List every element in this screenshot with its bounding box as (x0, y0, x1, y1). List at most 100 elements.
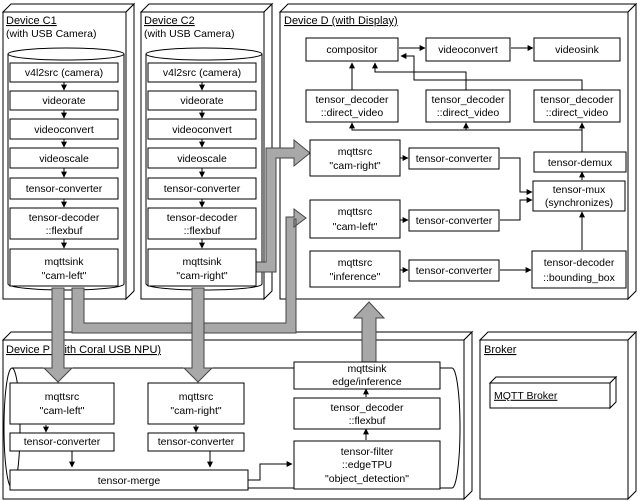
mqtt-pipes (42, 138, 386, 383)
svg-text:"cam-left": "cam-left" (42, 270, 87, 282)
p-mqttsrc-cam-right: mqttsrc "cam-right" (147, 382, 245, 425)
device-p-title: Device P (with Coral USB NPU) (6, 344, 161, 356)
d-tensor-decoder-bbox: tensor-decoder ::bounding_box (531, 250, 627, 289)
p-tensor-converter-left: tensor-converter (9, 432, 115, 452)
d-tensor-converter-2: tensor-converter (408, 209, 500, 232)
svg-text:"cam-right": "cam-right" (170, 405, 221, 417)
c1-mqttsink: mqttsink "cam-left" (9, 248, 119, 287)
svg-text:"inference": "inference" (330, 271, 381, 283)
svg-text:tensor-filter: tensor-filter (341, 446, 394, 458)
svg-text:videorate: videorate (180, 95, 223, 107)
svg-text:tensor_decoder: tensor_decoder (432, 94, 505, 106)
pipe-c2-to-p-right (182, 287, 214, 383)
device-c1-subtitle: (with USB Camera) (6, 28, 96, 40)
c2-tensor-decoder: tensor-decoder ::flexbuf (147, 207, 257, 240)
svg-text:videoscale: videoscale (177, 153, 227, 165)
d-tensor-decoder-3: tensor_decoder ::direct_video (533, 89, 621, 123)
svg-text:tensor-mux: tensor-mux (553, 184, 606, 196)
p-tensor-converter-right: tensor-converter (147, 432, 245, 452)
svg-text:mqttsink: mqttsink (44, 256, 84, 268)
svg-text:tensor-converter: tensor-converter (26, 183, 103, 195)
pipe-c2-to-d-right (251, 138, 311, 273)
svg-text:tensor-decoder: tensor-decoder (29, 212, 100, 224)
c1-tensor-decoder: tensor-decoder ::flexbuf (9, 207, 119, 240)
c2-mqttsink: mqttsink "cam-right" (147, 248, 257, 287)
p-tensor-decoder: tensor_decoder ::flexbuf (293, 397, 441, 430)
svg-text:mqttsrc: mqttsrc (338, 257, 372, 269)
svg-text:::bounding_box: ::bounding_box (543, 272, 616, 284)
svg-text:edge/inference: edge/inference (332, 376, 402, 388)
svg-text:v4l2src (camera): v4l2src (camera) (25, 67, 103, 79)
flow-arrows (43, 45, 585, 481)
d-mqttsrc-inference: mqttsrc "inference" (309, 250, 401, 288)
broker-label: MQTT Broker (494, 390, 558, 402)
c2-tensor-converter: tensor-converter (147, 177, 257, 200)
d-mqttsrc-cam-left: mqttsrc "cam-left" (309, 199, 401, 239)
svg-text:"cam-left": "cam-left" (333, 221, 378, 233)
svg-text:::flexbuf: ::flexbuf (349, 415, 386, 427)
pipe-c1-to-d-left (71, 208, 307, 334)
device-d-title: Device D (with Display) (284, 15, 398, 27)
d-tensor-demux: tensor-demux (533, 151, 627, 173)
broker-mqtt: MQTT Broker (488, 375, 618, 410)
svg-text:::flexbuf: ::flexbuf (46, 225, 83, 237)
d-videoconvert: videoconvert (425, 37, 511, 62)
p-mqttsrc-cam-left: mqttsrc "cam-left" (9, 382, 115, 425)
svg-text:compositor: compositor (326, 44, 378, 56)
device-c2-subtitle: (with USB Camera) (144, 28, 234, 40)
device-broker: Broker (478, 330, 638, 501)
c2-videoscale: videoscale (147, 147, 257, 169)
d-tensor-converter-3: tensor-converter (408, 259, 500, 282)
svg-text:mqttsrc: mqttsrc (338, 206, 372, 218)
svg-text:videorate: videorate (42, 95, 85, 107)
svg-text:"cam-right": "cam-right" (176, 270, 227, 282)
svg-text:tensor-converter: tensor-converter (158, 436, 235, 448)
svg-text:tensor-demux: tensor-demux (548, 157, 613, 169)
svg-text:tensor-converter: tensor-converter (24, 436, 101, 448)
svg-text:videoconvert: videoconvert (34, 124, 94, 136)
device-c2-title: Device C2 (144, 15, 195, 27)
svg-text:tensor_decoder: tensor_decoder (541, 94, 614, 106)
p-tensor-merge: tensor-merge (9, 469, 249, 491)
svg-text:tensor-converter: tensor-converter (416, 215, 493, 227)
p-mqttsink: mqttsink edge/inference (293, 361, 441, 390)
d-tensor-mux: tensor-mux (synchronizes) (532, 180, 626, 212)
svg-text:tensor-converter: tensor-converter (164, 183, 241, 195)
svg-text:::direct_video: ::direct_video (546, 107, 609, 119)
svg-text:mqttsink: mqttsink (182, 256, 222, 268)
d-tensor-decoder-1: tensor_decoder ::direct_video (305, 89, 399, 123)
d-tensor-decoder-2: tensor_decoder ::direct_video (425, 89, 511, 123)
svg-text:videosink: videosink (555, 44, 600, 56)
svg-text:"cam-right": "cam-right" (329, 160, 380, 172)
svg-text:videoconvert: videoconvert (438, 44, 498, 56)
svg-text:videoscale: videoscale (39, 153, 89, 165)
svg-text:"cam-left": "cam-left" (40, 405, 85, 417)
svg-text:::direct_video: ::direct_video (321, 107, 384, 119)
svg-text:tensor-merge: tensor-merge (98, 475, 161, 487)
svg-text:tensor-converter: tensor-converter (416, 265, 493, 277)
svg-text:::flexbuf: ::flexbuf (184, 225, 221, 237)
pipe-c1-to-p-left (42, 287, 74, 383)
d-videosink: videosink (533, 37, 621, 62)
svg-text:::edgeTPU: ::edgeTPU (342, 459, 392, 471)
device-c1-title: Device C1 (6, 15, 57, 27)
svg-text:tensor-decoder: tensor-decoder (544, 257, 615, 269)
p-tensor-filter: tensor-filter ::edgeTPU "object_detectio… (293, 440, 441, 490)
pipe-p-to-d-inference (352, 301, 386, 363)
device-broker-title: Broker (484, 344, 517, 356)
svg-text:tensor-decoder: tensor-decoder (167, 212, 238, 224)
c1-videoscale: videoscale (9, 147, 119, 169)
svg-text:tensor_decoder: tensor_decoder (316, 94, 389, 106)
c2-videoconvert: videoconvert (147, 118, 257, 140)
svg-text:mqttsrc: mqttsrc (338, 146, 372, 158)
svg-text:"object_detection": "object_detection" (325, 473, 409, 485)
svg-text:videoconvert: videoconvert (172, 124, 232, 136)
svg-text:mqttsrc: mqttsrc (45, 391, 79, 403)
svg-text:tensor-converter: tensor-converter (416, 153, 493, 165)
c2-v4l2src: v4l2src (camera) (147, 62, 257, 83)
d-tensor-converter-1: tensor-converter (408, 147, 500, 170)
c1-v4l2src: v4l2src (camera) (9, 62, 119, 83)
svg-text:::direct_video: ::direct_video (437, 107, 500, 119)
svg-text:(synchronizes): (synchronizes) (545, 197, 613, 209)
c1-videoconvert: videoconvert (9, 118, 119, 140)
